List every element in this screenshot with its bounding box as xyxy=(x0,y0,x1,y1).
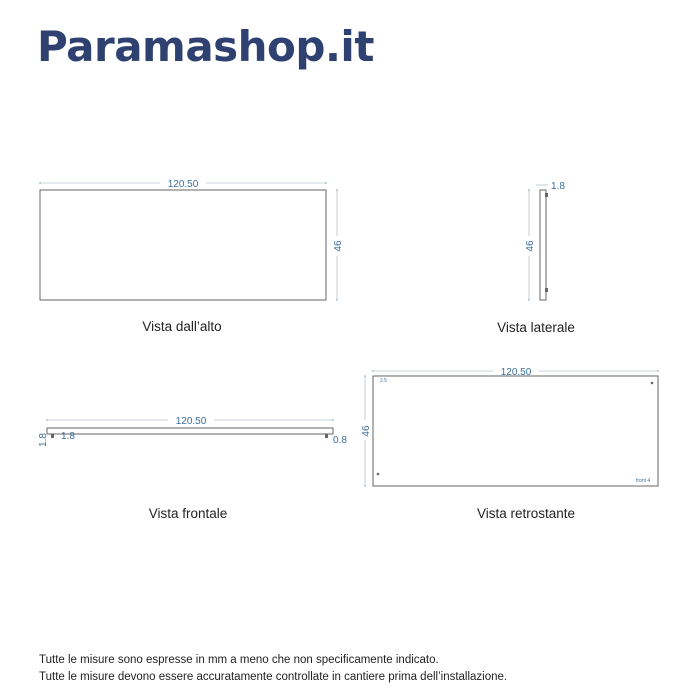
caption-front-view: Vista frontale xyxy=(149,506,228,521)
caption-side-view: Vista laterale xyxy=(497,320,575,335)
top-view-panel xyxy=(39,189,327,301)
back-detail-bottom-label: front 4 xyxy=(636,478,650,484)
side-view-panel xyxy=(539,189,547,301)
top-width-label: 120.50 xyxy=(168,179,199,190)
top-depth-label: 46 xyxy=(333,240,344,252)
front-view-panel xyxy=(46,427,334,435)
front-thickness-label: 1.8 xyxy=(38,433,49,447)
caption-back-view: Vista retrostante xyxy=(477,506,575,521)
caption-top-view: Vista dall’alto xyxy=(142,319,221,334)
front-width-label: 120.50 xyxy=(176,416,207,427)
hole-marker xyxy=(650,381,654,385)
side-thickness-label: 1.8 xyxy=(551,181,565,192)
brand-logo: Paramashop.it xyxy=(37,22,374,71)
hole-marker xyxy=(376,472,380,476)
side-height-label: 46 xyxy=(525,240,536,252)
back-view-panel xyxy=(372,375,659,487)
front-detail-right-label: 0.8 xyxy=(333,435,347,446)
back-height-label: 46 xyxy=(361,425,372,437)
back-detail-top-label: 2.5 xyxy=(380,378,387,384)
footer-note-2: Tutte le misure devono essere accuratame… xyxy=(39,671,508,683)
footer-note-1: Tutte le misure sono espresse in mm a me… xyxy=(39,654,439,666)
front-detail-left-label: 1.8 xyxy=(61,431,75,442)
back-width-label: 120.50 xyxy=(501,367,532,378)
